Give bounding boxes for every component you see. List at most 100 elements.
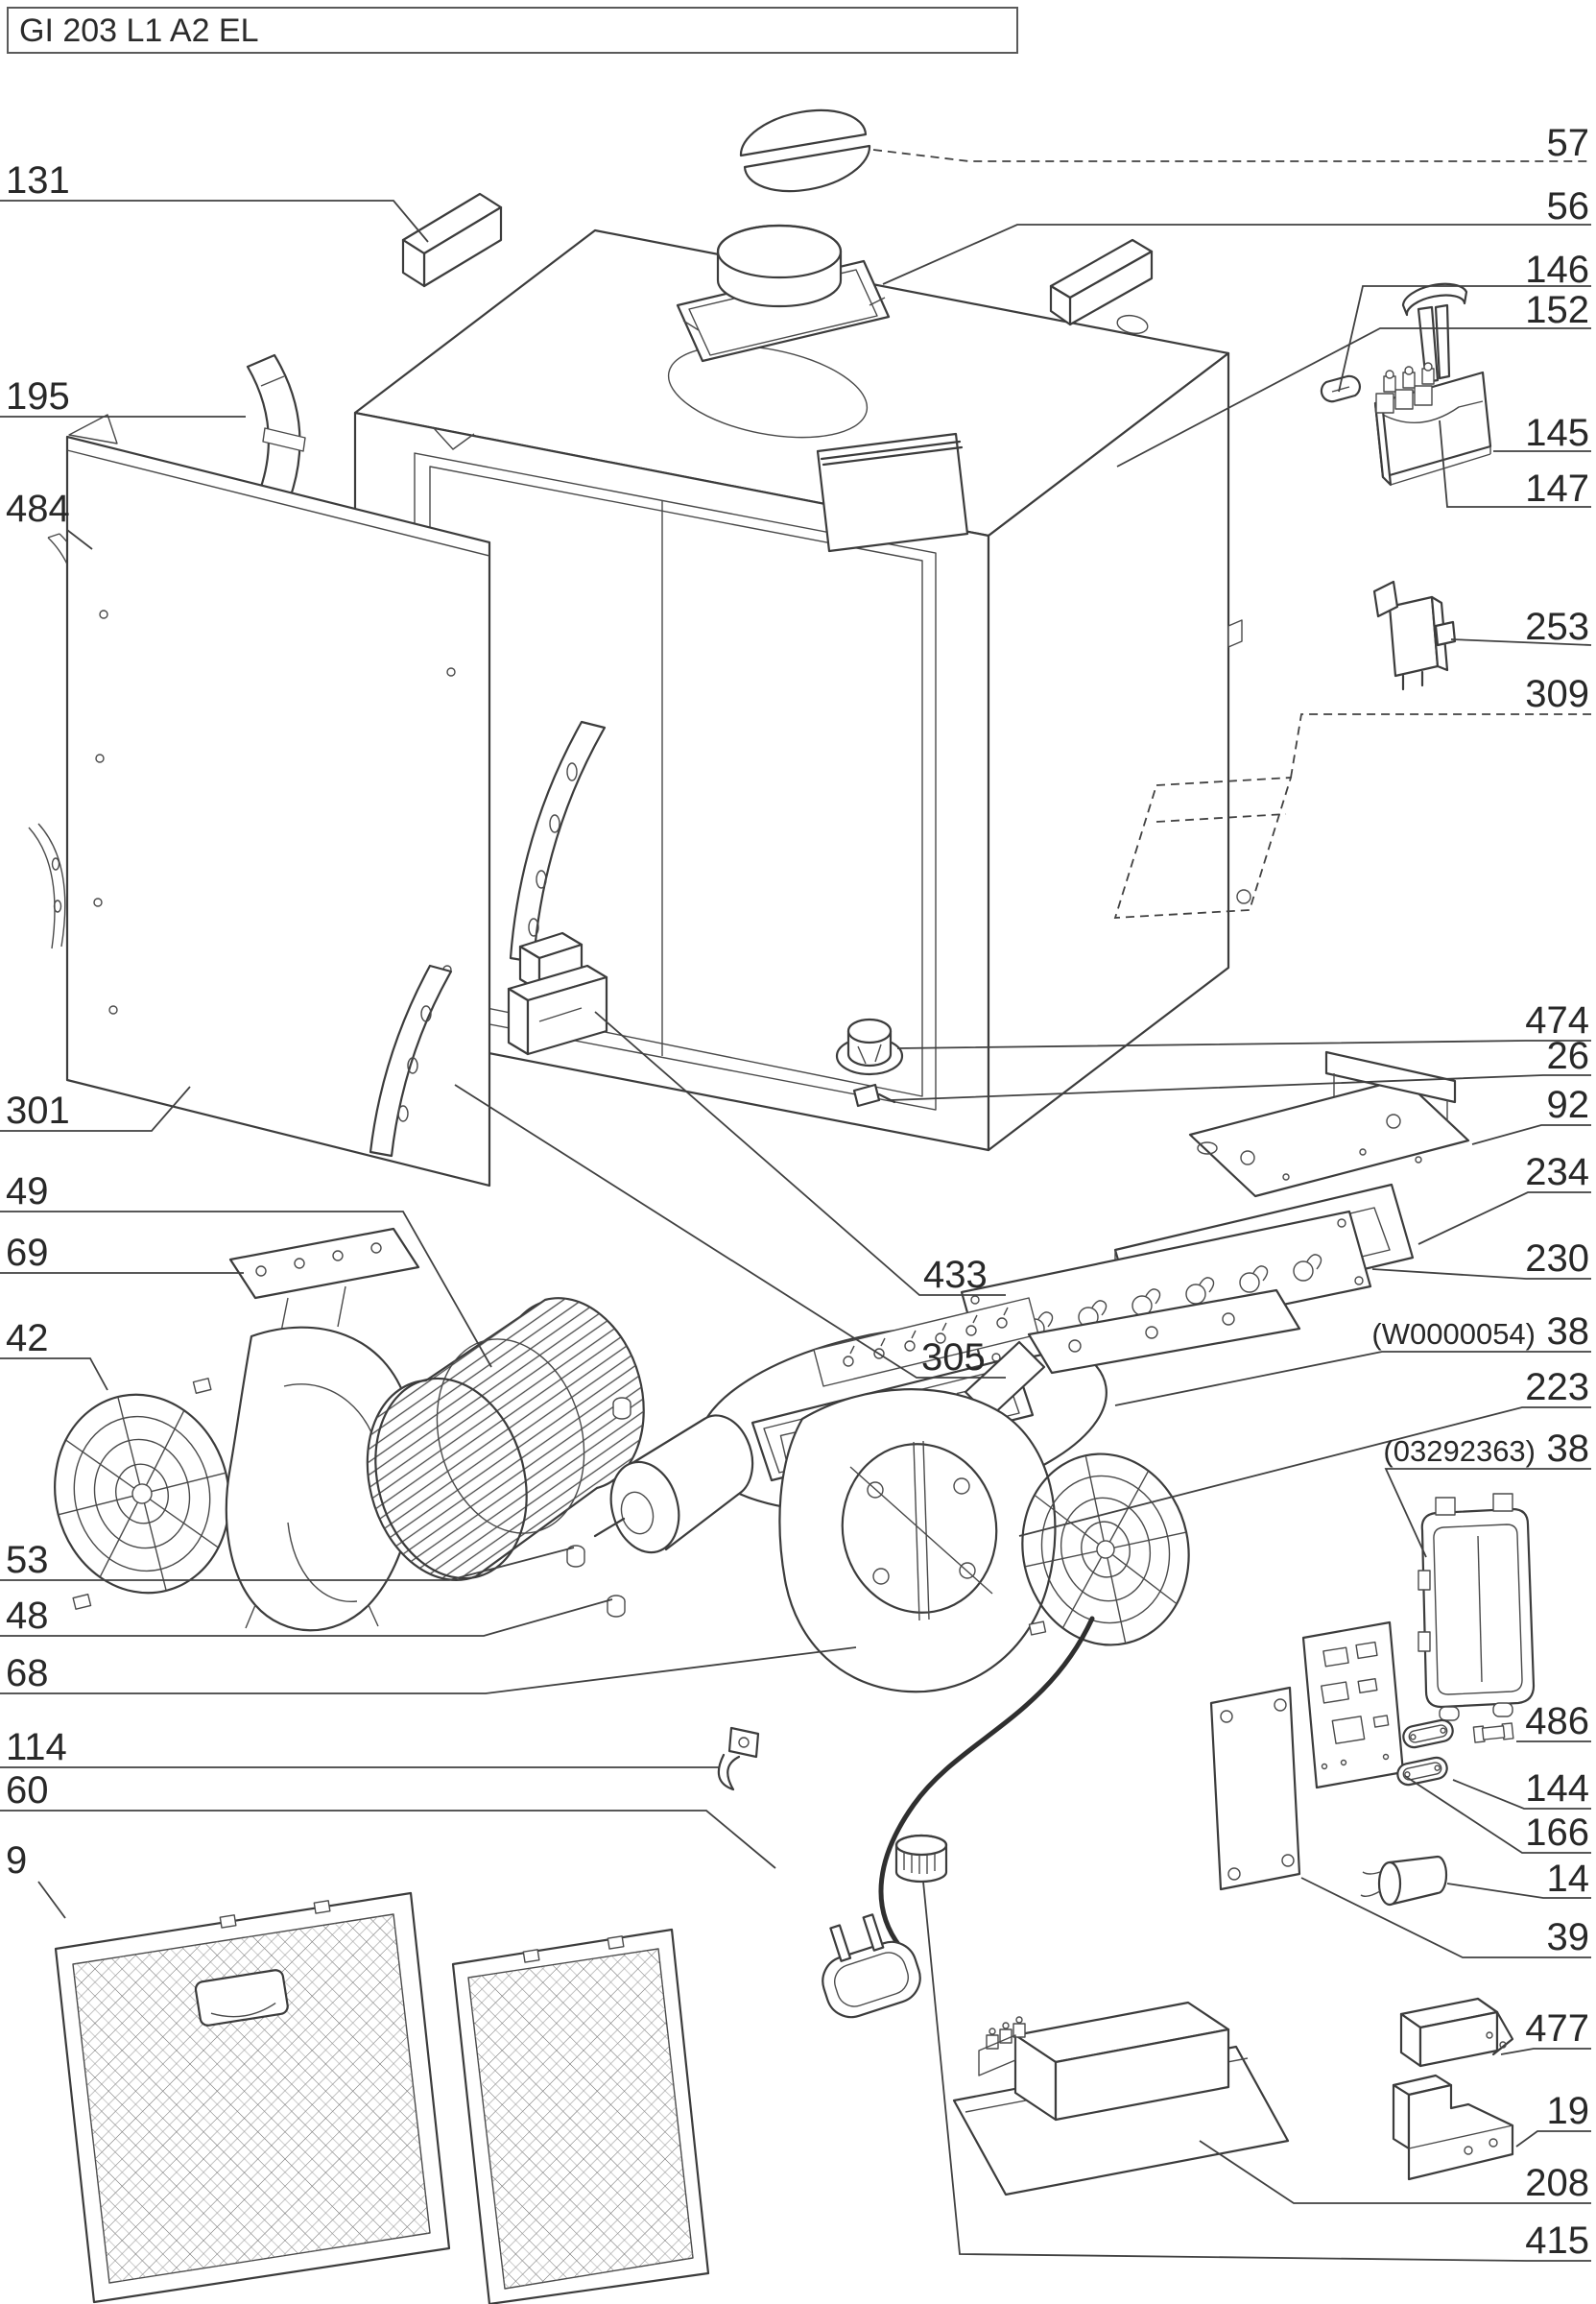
scroll-housing-right — [778, 1288, 1301, 1693]
terminal-block-147 — [1375, 362, 1435, 414]
curved-rail-lower — [369, 964, 453, 1158]
leader-301 — [0, 1086, 191, 1132]
callout-253: 253 — [1525, 606, 1589, 648]
callout-labels: 131 195 484 301 49 69 42 53 48 68 114 60… — [6, 122, 1589, 2262]
callout-146: 146 — [1525, 249, 1589, 291]
fuse-486 — [1472, 1722, 1514, 1743]
callout-60: 60 — [6, 1769, 49, 1812]
leader-484 — [66, 529, 93, 550]
damper-flap — [739, 108, 871, 193]
lamp-housing-38 — [1417, 1493, 1536, 1721]
cover-plate-39 — [1209, 1686, 1301, 1891]
leader-166 — [1404, 1775, 1591, 1854]
callout-477: 477 — [1525, 2007, 1589, 2050]
leader-60 — [0, 1810, 776, 1869]
leader-53 — [0, 1547, 575, 1581]
motor-plate-92 — [1188, 1050, 1470, 1198]
callout-26: 26 — [1547, 1035, 1590, 1077]
callout-145: 145 — [1525, 412, 1589, 454]
fan-grille-right — [1021, 1452, 1190, 1646]
leader-57 — [872, 149, 1591, 162]
callout-301: 301 — [6, 1090, 70, 1132]
leader-131 — [0, 200, 429, 243]
pcb-166 — [1301, 1620, 1405, 1789]
callout-131: 131 — [6, 159, 70, 202]
callout-92: 92 — [1547, 1084, 1590, 1126]
leader-26 — [890, 1074, 1591, 1101]
fan-wheel — [366, 1297, 645, 1581]
duct-spigot — [676, 224, 891, 363]
dashed-shelf-309 — [1113, 777, 1293, 919]
title-block: GI 203 L1 A2 EL — [7, 7, 1018, 54]
leader-144 — [1452, 1779, 1591, 1810]
leader-9 — [37, 1881, 66, 1919]
grease-filter-1 — [54, 1891, 451, 2304]
callout-144: 144 — [1525, 1767, 1589, 1810]
cable-clamp-114 — [717, 1726, 760, 1791]
leader-230 — [1371, 1268, 1591, 1280]
microswitch-253 — [1372, 580, 1457, 691]
leader-49 — [0, 1211, 492, 1368]
clip-box-477 — [1399, 1997, 1514, 2068]
leader-147 — [1439, 420, 1591, 508]
leader-39 — [1300, 1877, 1591, 1958]
callout-49: 49 — [6, 1170, 49, 1212]
grease-filter-2 — [451, 1928, 710, 2304]
callout-195: 195 — [6, 375, 70, 418]
outlet-hole — [667, 345, 869, 439]
fan-grille-left — [54, 1378, 230, 1610]
support-block-433 — [507, 931, 608, 1056]
page-title: GI 203 L1 A2 EL — [19, 12, 259, 49]
callout-433: 433 — [923, 1254, 988, 1296]
callout-53: 53 — [6, 1539, 49, 1581]
callout-305: 305 — [921, 1336, 986, 1379]
leader-433 — [594, 1011, 1006, 1296]
leader-92 — [1471, 1124, 1591, 1145]
leader-208 — [1199, 2140, 1591, 2204]
callout-484: 484 — [6, 488, 70, 530]
ballast-208 — [952, 2001, 1290, 2196]
leader-309 — [1290, 713, 1591, 779]
callout-147: 147 — [1525, 468, 1589, 510]
callout-19: 19 — [1547, 2090, 1590, 2132]
callout-38o-code: (03292363) — [1383, 1434, 1536, 1468]
leader-253 — [1450, 638, 1592, 646]
power-cord-60 — [822, 1616, 1095, 2019]
leader-lines — [0, 149, 1592, 2262]
capacitor-14 — [1360, 1855, 1448, 1907]
callout-223: 223 — [1525, 1366, 1589, 1408]
leader-415 — [922, 1881, 1591, 2262]
leader-305 — [454, 1084, 1006, 1379]
curved-rail-upper — [509, 720, 607, 964]
leader-146 — [1338, 285, 1591, 393]
callout-56: 56 — [1547, 185, 1590, 228]
fasteners — [566, 1397, 631, 1618]
main-housing — [341, 228, 1243, 1152]
callout-152: 152 — [1525, 289, 1589, 331]
motor-cap-474 — [835, 1018, 904, 1076]
leader-234 — [1417, 1191, 1591, 1245]
pcb-plate-152 — [816, 432, 969, 553]
leader-14 — [1446, 1883, 1591, 1899]
callout-38w: 38 — [1547, 1310, 1590, 1353]
callout-42: 42 — [6, 1317, 49, 1359]
front-panel — [65, 414, 491, 1188]
toggle-switch-145 — [1373, 282, 1492, 487]
callout-39: 39 — [1547, 1916, 1590, 1958]
scroll-housing-left — [225, 1227, 420, 1632]
curved-strip-left-lower — [28, 823, 66, 949]
callout-57: 57 — [1547, 122, 1590, 164]
leader-56 — [882, 224, 1591, 285]
callout-234: 234 — [1525, 1151, 1589, 1193]
leader-152 — [1116, 327, 1591, 468]
callout-309: 309 — [1525, 673, 1589, 715]
callout-68: 68 — [6, 1652, 49, 1694]
leader-42 — [0, 1357, 108, 1391]
mounting-channel-left — [401, 192, 503, 288]
cord-grommet-415 — [894, 1834, 948, 1884]
angle-bracket-19 — [1392, 2074, 1514, 2181]
leader-48 — [0, 1598, 613, 1637]
title-box — [7, 7, 1018, 54]
